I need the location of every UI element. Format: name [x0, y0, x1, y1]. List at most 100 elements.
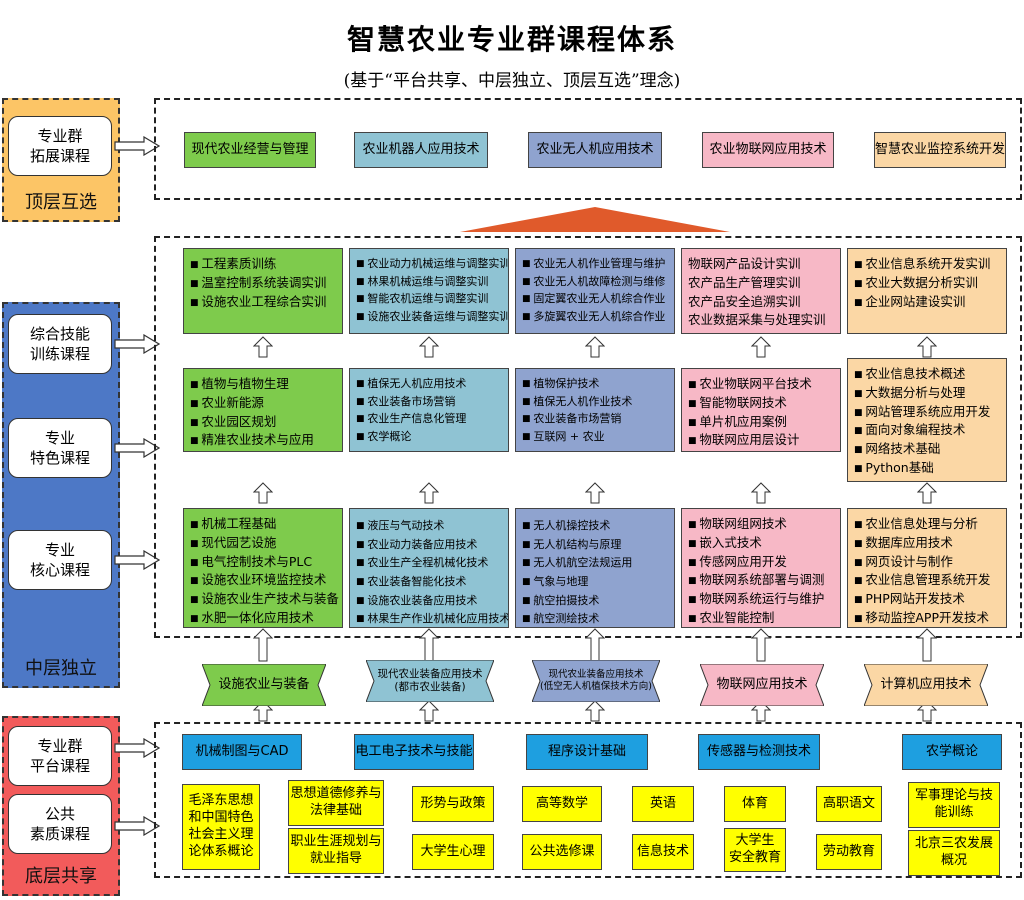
- list-item: 机械工程基础: [190, 515, 336, 534]
- arrow-up-icon: [253, 700, 273, 722]
- arrow-up-icon: [751, 700, 771, 722]
- core-list: 机械工程基础现代园艺设施电气控制技术与PLC设施农业环境监控技术设施农业生产技术…: [183, 508, 343, 628]
- list-item: 农业园区规划: [190, 413, 336, 432]
- training-list: 工程素质训练温室控制系统装调实训设施农业工程综合实训: [183, 248, 343, 334]
- list-item: 农业生产信息化管理: [356, 410, 502, 428]
- list-item: 农学概论: [356, 428, 502, 446]
- list-item: 精准农业技术与应用: [190, 431, 336, 450]
- list-item: 农业装备市场营销: [356, 393, 502, 411]
- list-item: 无人机操控技术: [522, 517, 668, 536]
- list-item: 电气控制技术与PLC: [190, 553, 336, 572]
- list-item: 液压与气动技术: [356, 517, 502, 536]
- arrow-right-icon: [114, 438, 160, 458]
- arrow-up-icon: [751, 336, 771, 358]
- public-course: 大学生 安全教育: [724, 828, 786, 872]
- list-item: 物联网系统运行与维护: [688, 590, 834, 609]
- training-list: 农业信息系统开发实训农业大数据分析实训企业网站建设实训: [847, 248, 1007, 334]
- list-item: 现代园艺设施: [190, 534, 336, 553]
- top-course: 智慧农业监控系统开发: [874, 132, 1006, 168]
- arrow-up-icon: [585, 336, 605, 358]
- public-course: 职业生涯规划与 就业指导: [288, 828, 384, 874]
- list-item: 工程素质训练: [190, 255, 336, 274]
- list-item: 网页设计与制作: [854, 553, 1000, 572]
- public-course: 形势与政策: [412, 786, 494, 822]
- list-item: 移动监控APP开发技术: [854, 609, 1000, 627]
- major-label: 计算机应用技术: [880, 676, 972, 692]
- list-item: 林果生产作业机械化应用技术: [356, 610, 508, 627]
- public-course: 英语: [632, 786, 694, 822]
- arrow-up-icon: [585, 628, 605, 662]
- list-item: 农业信息处理与分析: [854, 515, 1000, 534]
- category-platform: 专业群 平台课程: [8, 726, 112, 786]
- diagram-title: 智慧农业专业群课程体系: [346, 23, 677, 56]
- arrow-up-icon: [419, 336, 439, 358]
- list-item: 农业动力机械运维与调整实训: [356, 255, 508, 273]
- public-course: 劳动教育: [816, 834, 882, 870]
- list-item: 设施农业工程综合实训: [190, 293, 336, 312]
- arrow-right-icon: [114, 334, 160, 354]
- list-item: Python基础: [854, 459, 1000, 478]
- core-list: 无人机操控技术无人机结构与原理无人机航空法规运用气象与地理航空拍摄技术航空测绘技…: [515, 508, 675, 628]
- arrow-up-icon: [751, 482, 771, 504]
- feature-list: 植物与植物生理农业新能源农业园区规划精准农业技术与应用: [183, 368, 343, 452]
- list-item: 航空测绘技术: [522, 610, 668, 627]
- band-middle-label: 中层独立: [25, 658, 97, 679]
- category-public: 公共 素质课程: [8, 794, 112, 854]
- list-item: 物联网应用层设计: [688, 431, 834, 450]
- list-item: 互联网 + 农业: [522, 428, 668, 446]
- major-ribbon: [700, 664, 824, 706]
- bottom-layer-container: [154, 722, 1022, 878]
- list-item: 传感网应用开发: [688, 553, 834, 572]
- training-list: 农业动力机械运维与调整实训林果机械运维与调整实训智能农机运维与调整实训设施农业装…: [349, 248, 509, 334]
- core-list: 液压与气动技术农业动力装备应用技术农业生产全程机械化技术农业装备智能化技术设施农…: [349, 508, 509, 628]
- list-item: 智能农机运维与调整实训: [356, 290, 502, 308]
- list-item: 农业物联网平台技术: [688, 375, 834, 394]
- platform-course: 机械制图与CAD: [182, 734, 302, 770]
- list-item: 固定翼农业无人机综合作业: [522, 290, 668, 308]
- arrow-right-icon: [114, 550, 160, 570]
- platform-course: 程序设计基础: [526, 734, 648, 770]
- list-item: 企业网站建设实训: [854, 293, 1000, 312]
- public-course: 高职语文: [816, 786, 882, 822]
- training-list: 物联网产品设计实训农产品生产管理实训农产品安全追溯实训农业数据采集与处理实训: [681, 248, 841, 334]
- top-course: 农业物联网应用技术: [702, 132, 834, 168]
- arrow-up-icon: [585, 700, 605, 722]
- public-course: 体育: [724, 786, 786, 822]
- list-item: 物联网产品设计实训: [688, 256, 801, 271]
- public-course: 毛泽东思想 和中国特色 社会主义理 论体系概论: [182, 784, 260, 870]
- list-item: 植保无人机应用技术: [356, 375, 502, 393]
- arrow-up-icon: [917, 482, 937, 504]
- list-item: 水肥一体化应用技术: [190, 609, 336, 627]
- band-top-label: 顶层互选: [25, 192, 97, 213]
- feature-list: 植保无人机应用技术农业装备市场营销农业生产信息化管理农学概论: [349, 368, 509, 452]
- major-label: 现代农业装备应用技术 (低空无人机植保技术方向): [540, 669, 652, 692]
- list-item: 农业生产全程机械化技术: [356, 554, 502, 573]
- top-course: 农业无人机应用技术: [528, 132, 662, 168]
- core-list: 农业信息处理与分析数据库应用技术网页设计与制作农业信息管理系统开发PHP网站开发…: [847, 508, 1007, 628]
- list-item: 无人机结构与原理: [522, 536, 668, 555]
- arrow-up-icon: [917, 700, 937, 722]
- public-course: 思想道德修养与 法律基础: [288, 780, 384, 826]
- platform-course: 电工电子技术与技能: [354, 734, 474, 770]
- public-course: 大学生心理: [412, 834, 494, 870]
- arrow-up-icon: [585, 482, 605, 504]
- training-list: 农业无人机作业管理与维护农业无人机故障检测与维修固定翼农业无人机综合作业多旋翼农…: [515, 248, 675, 334]
- band-bottom-label: 底层共享: [25, 866, 97, 887]
- major-label: 现代农业装备应用技术 (都市农业装备): [377, 667, 483, 693]
- list-item: 气象与地理: [522, 573, 668, 592]
- list-item: 农业无人机故障检测与维修: [522, 273, 668, 291]
- feature-list: 农业信息技术概述大数据分析与处理网站管理系统应用开发面向对象编程技术网络技术基础…: [847, 358, 1007, 482]
- category-expand: 专业群 拓展课程: [8, 116, 112, 176]
- list-item: 数据库应用技术: [854, 534, 1000, 553]
- list-item: 农业智能控制: [688, 609, 834, 627]
- major-label: 物联网应用技术: [716, 676, 808, 692]
- public-course: 公共选修课: [522, 834, 602, 870]
- list-item: 设施农业环境监控技术: [190, 571, 336, 590]
- list-item: 农产品生产管理实训: [688, 274, 801, 290]
- top-course: 现代农业经营与管理: [184, 132, 316, 168]
- list-item: 设施农业装备运维与调整实训: [356, 308, 508, 326]
- list-item: 航空拍摄技术: [522, 592, 668, 611]
- arrow-right-icon: [114, 816, 160, 836]
- list-item: 植保无人机作业技术: [522, 393, 668, 411]
- top-course: 农业机器人应用技术: [354, 132, 488, 168]
